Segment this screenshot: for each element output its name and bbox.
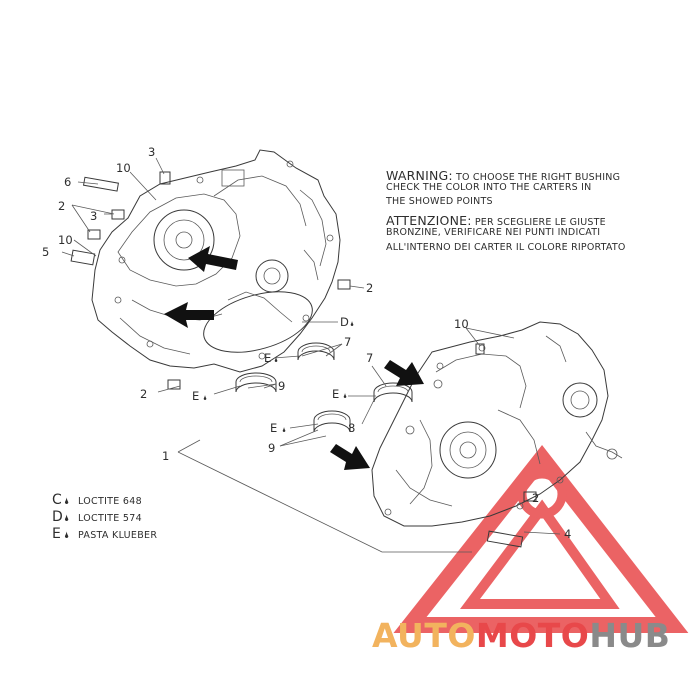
- legend-letter: D: [52, 509, 63, 525]
- highlight-ellipse: [203, 291, 313, 353]
- pins-and-dowels: [70, 171, 537, 548]
- watermark-part-moto: MOTO: [475, 616, 590, 655]
- callout-10c: 10: [454, 317, 469, 331]
- legend-letter: C: [52, 492, 62, 508]
- legend-row-c: C🌢 LOCTITE 648: [52, 489, 142, 508]
- drop-icon: 🌢: [64, 531, 70, 541]
- drop-icon: 🌢: [274, 356, 278, 364]
- callout-E3: E: [332, 387, 339, 401]
- callout-D: D: [340, 315, 349, 329]
- callout-2d: 2: [532, 491, 539, 505]
- callout-10a: 10: [58, 233, 73, 247]
- warning-it-title: ATTENZIONE:: [386, 213, 472, 228]
- callout-6: 6: [64, 175, 71, 189]
- warning-en-text-1: TO CHOOSE THE RIGHT BUSHING: [452, 172, 621, 183]
- warning-en-title: WARNING:: [386, 168, 453, 183]
- warning-it-line-2: BRONZINE, VERIFICARE NEI PUNTI INDICATI: [386, 227, 601, 238]
- watermark-automotohub: AUTOMOTOHUB: [372, 616, 670, 655]
- callout-2b: 2: [366, 281, 373, 295]
- legend-text: LOCTITE 648: [78, 496, 142, 507]
- callout-1: 1: [162, 449, 169, 463]
- callout-7a: 7: [344, 335, 351, 349]
- callout-3a: 3: [90, 209, 97, 223]
- watermark-part-auto: AUTO: [372, 616, 476, 655]
- callout-E4: E: [270, 421, 277, 435]
- drop-icon: 🌢: [203, 394, 207, 402]
- callout-3b: 3: [148, 145, 155, 159]
- warning-it-line-3: ALL'INTERNO DEI CARTER IL COLORE RIPORTA…: [386, 242, 626, 253]
- right-crankcase-half: [371, 321, 623, 527]
- warning-en-line-1: WARNING: TO CHOOSE THE RIGHT BUSHING: [386, 165, 620, 184]
- indicator-arrows: [164, 246, 424, 470]
- drop-icon: 🌢: [350, 320, 354, 328]
- callout-9a: 9: [278, 379, 285, 393]
- warning-it-text-1: PER SCEGLIERE LE GIUSTE: [471, 217, 606, 228]
- callout-4: 4: [564, 527, 571, 541]
- callout-E1: E: [264, 351, 271, 365]
- callout-10b: 10: [116, 161, 131, 175]
- legend-text: PASTA KLUEBER: [78, 530, 158, 541]
- drop-icon: 🌢: [64, 514, 70, 524]
- watermark-part-hub: HUB: [589, 616, 671, 655]
- legend-text: LOCTITE 574: [78, 513, 142, 524]
- callout-labels: 6 2 3 10 5 10 3 2 D 🌢 E 🌢 7 7 2 E 🌢 9 E …: [42, 145, 571, 541]
- callout-2a: 2: [58, 199, 65, 213]
- legend-row-e: E🌢 PASTA KLUEBER: [52, 523, 157, 542]
- warning-en-line-2: CHECK THE COLOR INTO THE CARTERS IN: [386, 182, 592, 193]
- leader-lines: [61, 157, 561, 553]
- callout-9b: 9: [268, 441, 275, 455]
- watermark-triangle-logo: [393, 445, 689, 633]
- drop-icon: 🌢: [64, 497, 70, 507]
- callout-2c: 2: [140, 387, 147, 401]
- warning-it-line-1: ATTENZIONE: PER SCEGLIERE LE GIUSTE: [386, 210, 606, 229]
- legend-letter: E: [52, 526, 61, 542]
- callout-E2: E: [192, 389, 199, 403]
- callout-8: 8: [348, 421, 355, 435]
- drop-icon: 🌢: [282, 426, 286, 434]
- left-crankcase-half: [91, 149, 341, 373]
- legend-row-d: D🌢 LOCTITE 574: [52, 506, 142, 525]
- warning-en-line-3: THE SHOWED POINTS: [386, 196, 493, 207]
- bushing-group-upper: [235, 342, 413, 433]
- drop-icon: 🌢: [343, 392, 347, 400]
- callout-5: 5: [42, 245, 49, 259]
- callout-7b: 7: [366, 351, 373, 365]
